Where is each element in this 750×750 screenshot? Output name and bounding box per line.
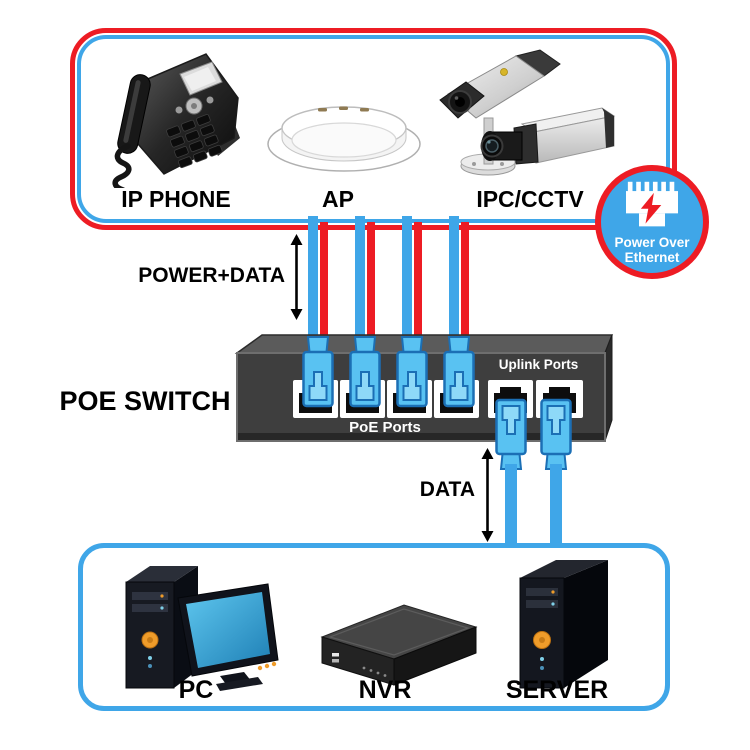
poe-cable-blue-1 <box>308 216 318 338</box>
rj45-connector-poe-1 <box>302 336 334 408</box>
rj45-lightning-icon <box>626 181 678 227</box>
ip-phone-icon <box>112 53 240 188</box>
pc-icon <box>125 566 279 691</box>
poe-cable-red-2 <box>367 222 375 338</box>
rj45-connector-poe-4 <box>443 336 475 408</box>
poe-cable-blue-2 <box>355 216 365 338</box>
ap-label: AP <box>322 186 354 212</box>
poe-cable-blue-4 <box>449 216 459 338</box>
powered-devices-box-inner-border <box>77 35 670 223</box>
data-label: DATA <box>419 478 475 501</box>
server-label: SERVER <box>505 676 609 704</box>
pc-label: PC <box>178 676 214 704</box>
poe-cable-red-3 <box>414 222 422 338</box>
rj45-connector-uplink-2 <box>540 398 572 470</box>
poe-badge-line1: Power Over <box>614 235 690 250</box>
uplink-ports-label: Uplink Ports <box>498 357 579 372</box>
lightning-icon <box>640 192 662 224</box>
poe-cable-red-4 <box>461 222 469 338</box>
data-cable-2 <box>550 464 562 548</box>
server-icon <box>519 560 608 689</box>
ip-camera-cctv-icon <box>439 49 616 176</box>
rj45-connector-poe-2 <box>349 336 381 408</box>
rj45-connector-uplink-1 <box>495 398 527 470</box>
nvr-icon <box>320 604 478 686</box>
nvr-label: NVR <box>358 676 412 704</box>
poe-badge-line2: Ethernet <box>624 250 680 265</box>
ipc-cctv-label: IPC/CCTV <box>476 186 584 212</box>
poe-cable-red-1 <box>320 222 328 338</box>
poe-switch-title: POE SWITCH <box>59 386 231 416</box>
data-arrow <box>481 448 494 542</box>
rj45-connector-poe-3 <box>396 336 428 408</box>
power-data-label: POWER+DATA <box>138 264 285 287</box>
poe-ports-label: PoE Ports <box>349 419 421 436</box>
access-point-icon <box>267 106 421 172</box>
poe-badge: Power Over Ethernet <box>595 165 709 279</box>
power-data-arrow <box>290 234 303 320</box>
data-cable-1 <box>505 464 517 548</box>
ip-phone-label: IP PHONE <box>121 186 231 212</box>
poe-cable-blue-3 <box>402 216 412 338</box>
